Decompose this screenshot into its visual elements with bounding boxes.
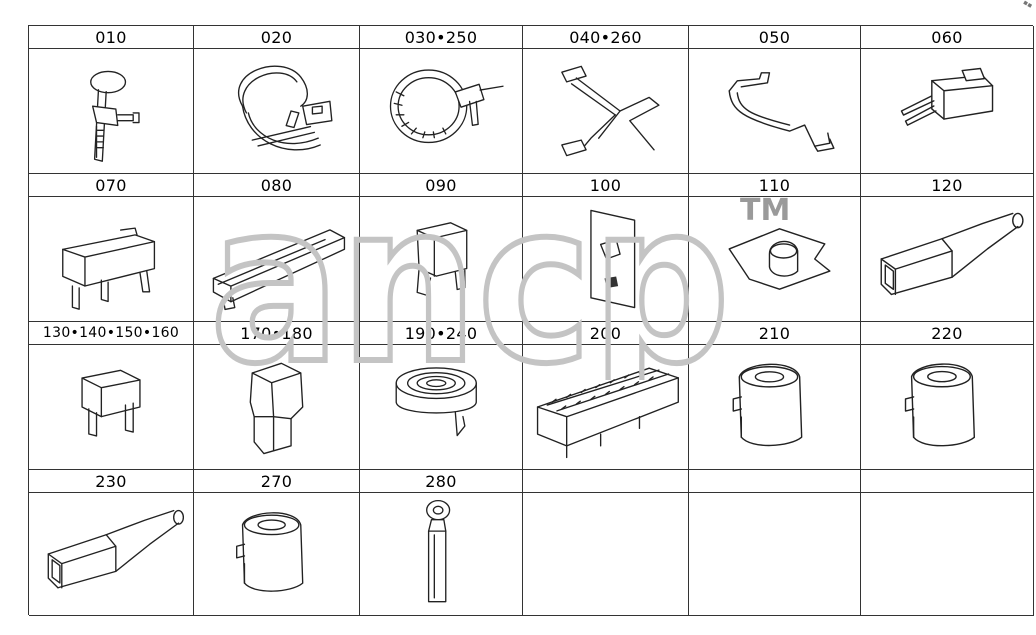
two-pin-connector-icon (861, 49, 1033, 173)
pipe-clamp-icon (194, 493, 359, 615)
corner-mark: ▪▪ (1021, 0, 1034, 10)
part-number-label: 090 (360, 174, 522, 197)
part-number-label: 170•180 (194, 322, 359, 345)
part-number-label (689, 470, 860, 493)
part-number-label: 040•260 (523, 26, 688, 49)
part-cell: 230 (29, 470, 194, 616)
pipe-clamp-icon (689, 345, 860, 469)
part-cell: 130•140•150•160 (29, 322, 194, 470)
part-cell: 050 (689, 26, 861, 174)
blade-fuse-icon (29, 345, 193, 469)
long-connector-housing-icon (194, 197, 359, 321)
connector-cap-icon (194, 345, 359, 469)
part-cell: 110 (689, 174, 861, 322)
part-number-label: 030•250 (360, 26, 522, 49)
mounting-plate-icon (523, 197, 688, 321)
part-cell: 020 (194, 26, 360, 174)
empty-picture-area (523, 493, 688, 615)
part-cell: 070 (29, 174, 194, 322)
three-pin-relay-block-icon (29, 197, 193, 321)
cross-cable-tie-icon (523, 49, 688, 173)
empty-cell (523, 470, 689, 616)
part-number-label: 010 (29, 26, 193, 49)
part-number-label: 020 (194, 26, 359, 49)
part-number-label: 270 (194, 470, 359, 493)
part-number-label: 220 (861, 322, 1033, 345)
part-number-label (523, 470, 688, 493)
part-number-label: 080 (194, 174, 359, 197)
connector-boot-icon (29, 493, 193, 615)
part-number-label: 190•240 (360, 322, 522, 345)
cable-tie-with-anchor-icon (194, 49, 359, 173)
part-number-label: 200 (523, 322, 688, 345)
connector-clip-icon (360, 197, 522, 321)
ratchet-cable-tie-icon (360, 49, 522, 173)
part-cell: 030•250 (360, 26, 523, 174)
part-number-label: 100 (523, 174, 688, 197)
empty-cell (861, 470, 1034, 616)
part-cell: 170•180 (194, 322, 360, 470)
part-cell: 200 (523, 322, 689, 470)
part-cell: 060 (861, 26, 1034, 174)
part-cell: 090 (360, 174, 523, 322)
part-cell: 080 (194, 174, 360, 322)
part-cell: 280 (360, 470, 523, 616)
part-cell: 220 (861, 322, 1034, 470)
part-number-label: 050 (689, 26, 860, 49)
part-number-label: 130•140•150•160 (29, 322, 193, 345)
part-number-label: 060 (861, 26, 1033, 49)
part-number-label: 070 (29, 174, 193, 197)
connector-boot-icon (861, 197, 1033, 321)
part-number-label (861, 470, 1033, 493)
insulating-tape-roll-icon (360, 345, 522, 469)
part-cell: 010 (29, 26, 194, 174)
empty-cell (689, 470, 861, 616)
part-cell: 100 (523, 174, 689, 322)
pipe-clamp-icon (861, 345, 1033, 469)
part-cell: 040•260 (523, 26, 689, 174)
part-cell: 190•240 (360, 322, 523, 470)
part-cell: 120 (861, 174, 1034, 322)
cable-tie-with-clip-icon (29, 49, 193, 173)
part-cell: 210 (689, 322, 861, 470)
strap-bracket-icon (689, 49, 860, 173)
part-number-label: 280 (360, 470, 522, 493)
part-number-label: 110 (689, 174, 860, 197)
ring-terminal-icon (360, 493, 522, 615)
spring-clip-icon (689, 197, 860, 321)
parts-grid: 010 020 030•250 040•260 050 060 (28, 25, 1034, 616)
part-number-label: 230 (29, 470, 193, 493)
fuse-box-terminal-block-icon (523, 345, 688, 469)
part-number-label: 120 (861, 174, 1033, 197)
empty-picture-area (689, 493, 860, 615)
empty-picture-area (861, 493, 1033, 615)
part-cell: 270 (194, 470, 360, 616)
part-number-label: 210 (689, 322, 860, 345)
